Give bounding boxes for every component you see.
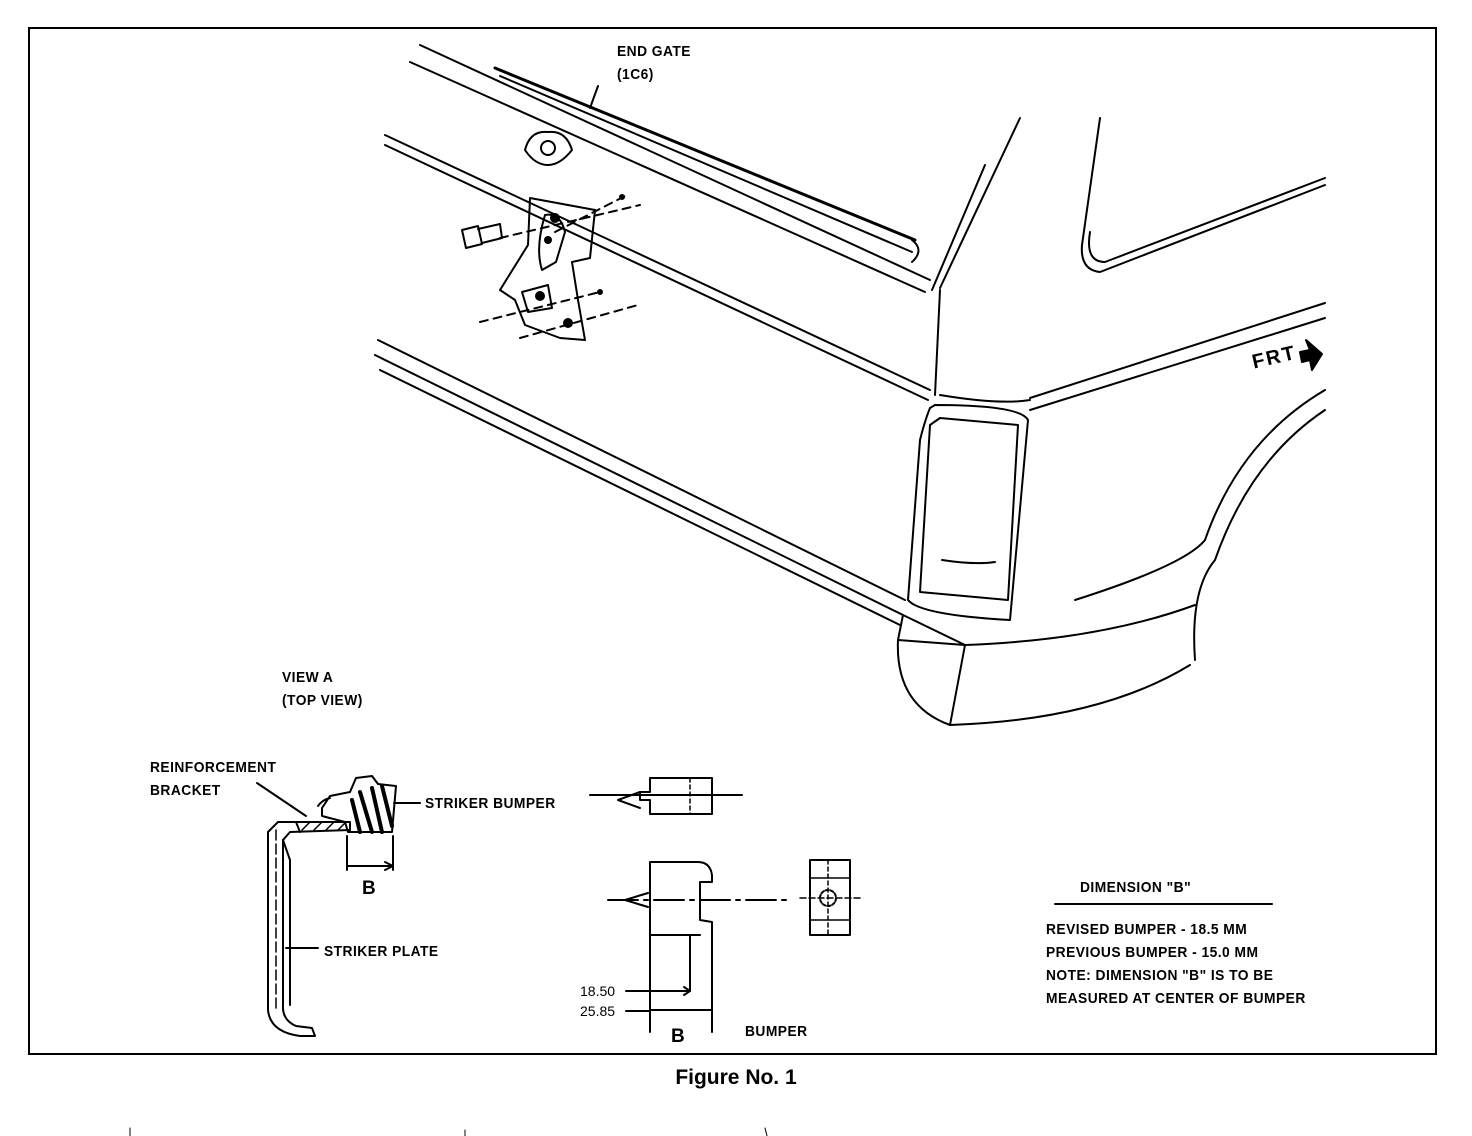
reinforcement-bracket-label: REINFORCEMENT BRACKET — [150, 756, 276, 802]
bumper-side-view — [589, 777, 743, 815]
reinforcement-bracket-line-1: REINFORCEMENT — [150, 759, 277, 776]
view-a-label: VIEW A (TOP VIEW) — [282, 666, 363, 712]
dimension-note: REVISED BUMPER - 18.5 MM PREVIOUS BUMPER… — [1046, 918, 1306, 1010]
view-a-subtitle: (TOP VIEW) — [282, 692, 363, 709]
front-arrow-icon — [1299, 339, 1323, 371]
striker-bumper-label: STRIKER BUMPER — [425, 795, 556, 812]
dimension-b-label-view-a: B — [362, 878, 376, 899]
bumper-label: BUMPER — [745, 1023, 808, 1040]
striker-plate-assembly — [461, 194, 641, 341]
view-a-title: VIEW A — [282, 669, 334, 686]
leader-lines — [589, 85, 1273, 905]
page-tick-marks — [129, 1127, 768, 1136]
end-gate-label: END GATE (1C6) — [617, 40, 691, 86]
dimension-b-label-section: B — [671, 1026, 685, 1047]
dimension-note-line: NOTE: DIMENSION "B" IS TO BE — [1046, 967, 1274, 984]
figure-caption: Figure No. 1 — [675, 1066, 797, 1089]
reinforcement-bracket-line-2: BRACKET — [150, 782, 221, 799]
truck-body — [374, 44, 1326, 726]
dimension-note-line: PREVIOUS BUMPER - 15.0 MM — [1046, 944, 1259, 961]
bumper-front-section — [607, 861, 791, 1033]
striker-plate-label: STRIKER PLATE — [324, 943, 439, 960]
view-a-section — [256, 775, 421, 1037]
end-gate-label-line: END GATE — [617, 43, 691, 60]
end-gate-code: (1C6) — [617, 66, 654, 83]
dimension-note-line: MEASURED AT CENTER OF BUMPER — [1046, 990, 1306, 1007]
dimension-value-25-85: 25.85 — [580, 1003, 616, 1019]
dimension-note-title: DIMENSION "B" — [1080, 879, 1192, 896]
diagram-frame — [28, 27, 1437, 1055]
dimension-value-18-50: 18.50 — [580, 983, 616, 999]
bumper-end-view — [799, 859, 861, 936]
dimension-note-line: REVISED BUMPER - 18.5 MM — [1046, 921, 1248, 938]
